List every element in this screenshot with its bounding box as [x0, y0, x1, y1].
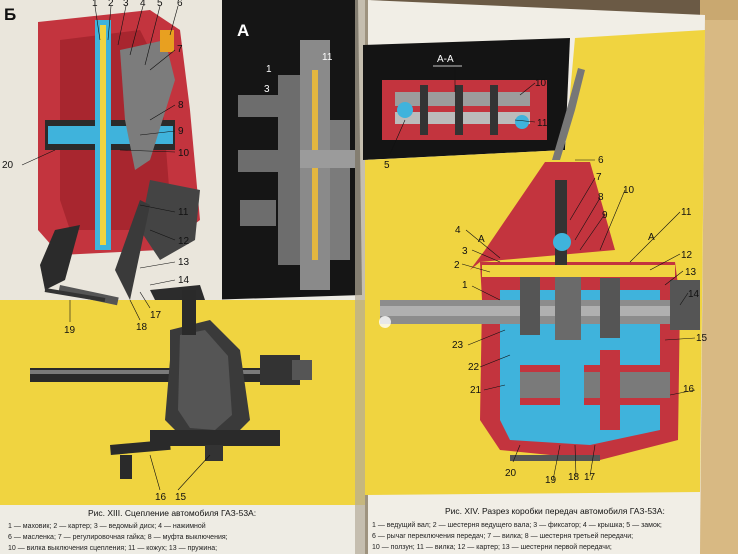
- callout-bottom-15: 15: [175, 492, 187, 503]
- callout-b-19: 19: [64, 325, 76, 336]
- callout-b-9: 9: [178, 126, 184, 137]
- callout-15: 15: [696, 333, 708, 344]
- section-aa-label: А-А: [437, 54, 454, 65]
- callout-18: 18: [568, 472, 580, 483]
- callout-16: 16: [683, 384, 695, 395]
- callout-b-20: 20: [2, 160, 14, 171]
- section-mark-a-right: А: [648, 232, 655, 243]
- callout-10: 10: [623, 185, 635, 196]
- legend-left-3: 10 — вилка выключения сцепления; 11 — ко…: [8, 545, 217, 552]
- callout-aa-10: 10: [535, 78, 547, 89]
- callout-2: 2: [454, 260, 460, 271]
- panel-a-letter: А: [237, 21, 249, 40]
- callout-b-8: 8: [178, 100, 184, 111]
- legend-left-1: 1 — маховик; 2 — картер; 3 — ведомый дис…: [8, 522, 206, 530]
- callout-b-6: 6: [177, 0, 183, 9]
- shaft-spline-end: [379, 316, 391, 328]
- legend-right-2: 6 — рычаг переключения передач; 7 — вилк…: [372, 532, 633, 540]
- panel-a-drawing: [238, 40, 355, 290]
- right-page: А-А 7 10 11 5 6 7 8 9 10 11 12 13 14 15 …: [363, 0, 708, 554]
- panel-b-drawing: [0, 0, 222, 306]
- callout-b-17: 17: [150, 310, 162, 321]
- section-mark-a-left: А: [478, 234, 485, 245]
- callout-12: 12: [681, 250, 693, 261]
- callout-1: 1: [462, 280, 468, 291]
- callout-aa-11: 11: [537, 118, 548, 129]
- callout-b-4: 4: [140, 0, 146, 9]
- callout-b-11: 11: [178, 207, 189, 218]
- callout-6: 6: [598, 155, 604, 166]
- callout-3: 3: [462, 246, 468, 257]
- callout-19: 19: [545, 475, 557, 486]
- callout-b-18: 18: [136, 322, 148, 333]
- callout-b-5: 5: [157, 0, 163, 9]
- callout-b-13: 13: [178, 257, 190, 268]
- callout-a-1: 1: [266, 64, 272, 75]
- callout-23: 23: [452, 340, 464, 351]
- callout-22: 22: [468, 362, 480, 373]
- callout-b-7: 7: [177, 44, 183, 55]
- callout-14: 14: [688, 289, 700, 300]
- caption-right: Рис. XIV. Разрез коробки передач автомоб…: [445, 506, 665, 516]
- callout-aa-7: 7: [452, 56, 458, 67]
- callout-4: 4: [455, 225, 461, 236]
- shift-lever-drawing: [552, 68, 585, 160]
- panel-b-letter: Б: [4, 5, 16, 24]
- caption-left: Рис. XIII. Сцепление автомобиля ГАЗ-53А:: [88, 508, 256, 518]
- callout-bottom-16: 16: [155, 492, 167, 503]
- callout-b-12: 12: [178, 236, 190, 247]
- legend-left-2: 6 — масленка; 7 — регулировочная гайка; …: [8, 533, 228, 541]
- callout-b-3: 3: [123, 0, 129, 9]
- gearbox-section-drawing: [380, 162, 700, 461]
- callout-11: 11: [681, 207, 692, 218]
- callout-a-11: 11: [322, 52, 333, 63]
- callout-9: 9: [602, 210, 608, 221]
- callout-b-1: 1: [92, 0, 98, 9]
- callout-aa-5: 5: [384, 160, 390, 171]
- legend-right-1: 1 — ведущий вал; 2 — шестерня ведущего в…: [372, 521, 662, 529]
- section-aa-drawing: [382, 80, 547, 140]
- release-fork-drawing: [30, 288, 312, 479]
- callout-a-3: 3: [264, 84, 270, 95]
- left-page: Б А 1 2 3 4 5 6 7 8 9 10 11 12 13 14 17 …: [0, 0, 365, 554]
- callout-b-10: 10: [178, 148, 190, 159]
- callout-21: 21: [470, 385, 482, 396]
- legend-right-3: 10 — ползун; 11 — вилка; 12 — картер; 13…: [372, 543, 612, 551]
- callout-b-2: 2: [108, 0, 114, 9]
- callout-7: 7: [596, 172, 602, 183]
- callout-b-14: 14: [178, 275, 190, 286]
- callout-20: 20: [505, 468, 517, 479]
- callout-8: 8: [598, 192, 604, 203]
- callout-13: 13: [685, 267, 697, 278]
- callout-17: 17: [584, 472, 596, 483]
